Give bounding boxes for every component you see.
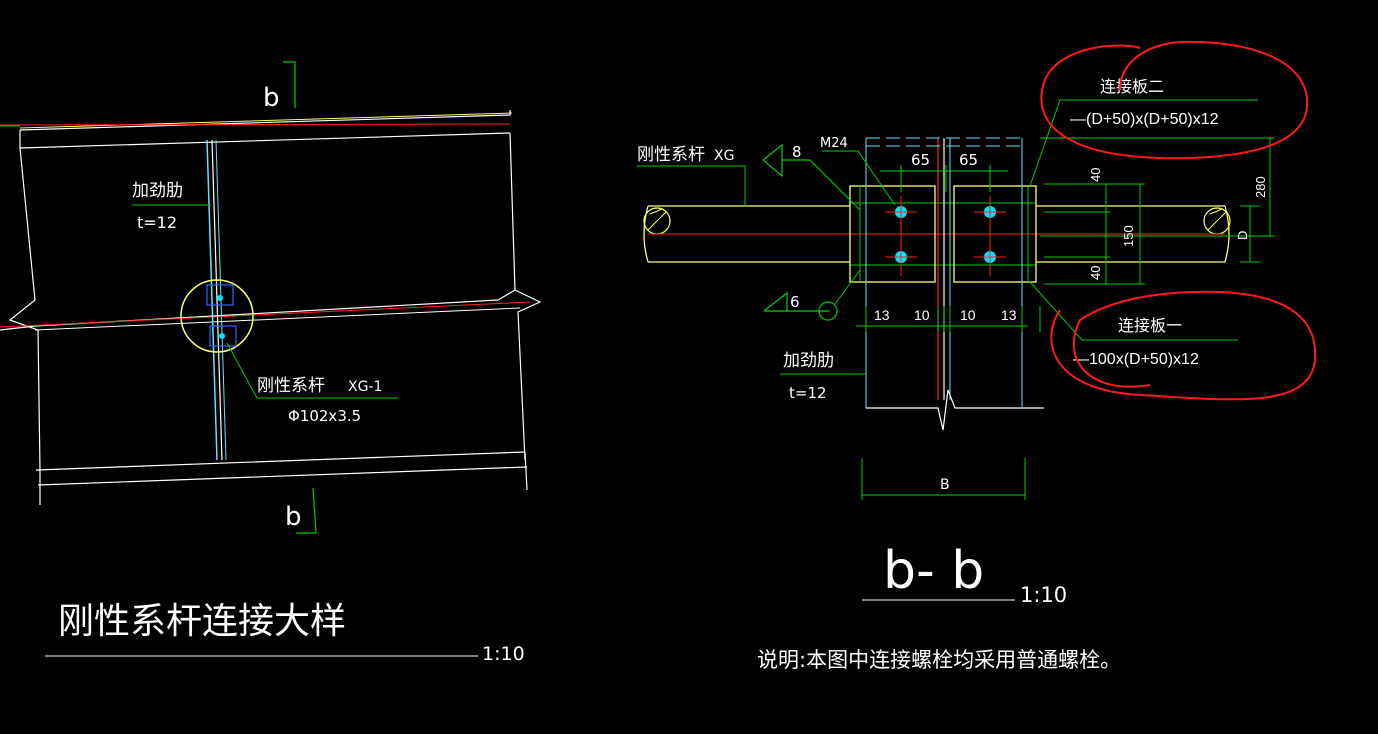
stiffener-label: 加劲肋 <box>132 181 183 201</box>
section-view: 65 65 13 10 10 13 40 150 40 280 D 刚性系杆 X… <box>637 40 1317 672</box>
beam-top-yellow <box>19 112 513 129</box>
dim-B-line <box>861 458 1026 500</box>
dim-bottom-10-right: 10 <box>960 307 976 323</box>
bolt-leader <box>822 150 896 206</box>
left-detail-view: b b 加劲肋 t=12 刚性系杆 XG-1 Φ102x3.5 刚性系杆连接大样… <box>0 61 542 665</box>
stiffener-break <box>866 389 1044 431</box>
dim-top-left: 65 <box>911 151 930 169</box>
pipe-right-hatch-line2 <box>1209 208 1223 215</box>
brace-leader <box>637 165 746 206</box>
weld-all-around-icon <box>818 301 838 321</box>
dim-right-280: 280 <box>1253 176 1268 198</box>
pipe-left-hatch-line2 <box>649 208 663 215</box>
bolt-icon <box>217 295 223 301</box>
dim-bottom-line <box>856 306 1041 332</box>
dim-bottom-10-left: 10 <box>914 307 930 323</box>
dim-right-40-top: 40 <box>1088 168 1103 182</box>
stiffener-line-b <box>211 139 223 461</box>
brace-label: 刚性系杆 <box>257 376 325 396</box>
dim-right-lines <box>1040 137 1275 285</box>
connection-plate-bottom <box>209 325 237 347</box>
section-title: b- b <box>883 541 984 601</box>
beam-centre-white <box>34 307 521 331</box>
left-view-scale: 1:10 <box>482 643 525 665</box>
connecting-plate-left <box>849 185 936 283</box>
bolt-icon <box>219 333 225 339</box>
section-stiffener-label: 加劲肋 <box>783 351 834 371</box>
weld-symbol-top-icon <box>762 143 861 211</box>
pipe-left-end <box>643 205 649 263</box>
section-scale: 1:10 <box>1020 583 1067 607</box>
section-brace-code: XG <box>714 148 734 164</box>
brace-size: Φ102x3.5 <box>288 407 361 425</box>
section-stiffener-thickness: t=12 <box>789 384 827 402</box>
section-mark-bottom-line <box>296 487 317 534</box>
pipe-right-hatch-line <box>1207 211 1227 231</box>
left-view-title: 刚性系杆连接大样 <box>58 601 346 642</box>
beam-centre-red-axis <box>0 301 531 328</box>
dim-bottom-13-left: 13 <box>874 307 890 323</box>
stiffener-line-a <box>206 139 218 461</box>
dim-right-D: D <box>1235 231 1250 240</box>
brace-code: XG-1 <box>348 379 382 395</box>
dim-right-40-bottom: 40 <box>1088 266 1103 280</box>
plate1-leader <box>1029 281 1238 341</box>
beam-bottom-outline <box>35 451 528 505</box>
bolt-crosshairs <box>885 196 1006 276</box>
beam-middle-outline <box>8 132 542 471</box>
stiffener-thickness: t=12 <box>137 213 177 232</box>
plate2-label: 连接板二 <box>1100 77 1164 96</box>
section-brace-label: 刚性系杆 <box>637 145 705 165</box>
section-mark-bottom: b <box>285 502 302 532</box>
weld-bottom-leader <box>834 269 861 305</box>
bolt-label: M24 <box>820 136 848 151</box>
pipe-left-hatch-line <box>647 211 667 231</box>
plate1-spec: —100x(D+50)x12 <box>1073 351 1199 368</box>
brace-label-leader <box>226 342 398 399</box>
plate1-red-circle <box>1050 290 1317 401</box>
pipe-right-end <box>1224 205 1230 263</box>
plate2-spec: —(D+50)x(D+50)x12 <box>1070 111 1219 128</box>
width-label: B <box>940 477 950 493</box>
dim-bottom-13-right: 13 <box>1001 307 1017 323</box>
section-mark-top: b <box>263 83 280 113</box>
weld-top-size: 8 <box>792 143 802 161</box>
beam-break-line <box>0 289 516 331</box>
connection-plate-top <box>206 284 234 306</box>
plate2-leader <box>1029 99 1258 187</box>
plate2-red-circle <box>1040 40 1309 160</box>
beam-top-red-axis <box>0 123 511 126</box>
section-mark-top-line <box>283 61 296 108</box>
plate1-label: 连接板一 <box>1118 316 1182 335</box>
dim-top-line <box>880 165 1008 192</box>
drawing-note: 说明:本图中连接螺栓均采用普通螺栓。 <box>757 648 1121 672</box>
dim-right-150: 150 <box>1121 225 1136 247</box>
brace-connection-circle <box>180 279 254 353</box>
column-dashed-top <box>866 137 1022 147</box>
dim-top-right: 65 <box>959 151 978 169</box>
connecting-plate-right <box>953 185 1037 283</box>
weld-bottom-size: 6 <box>790 293 800 311</box>
